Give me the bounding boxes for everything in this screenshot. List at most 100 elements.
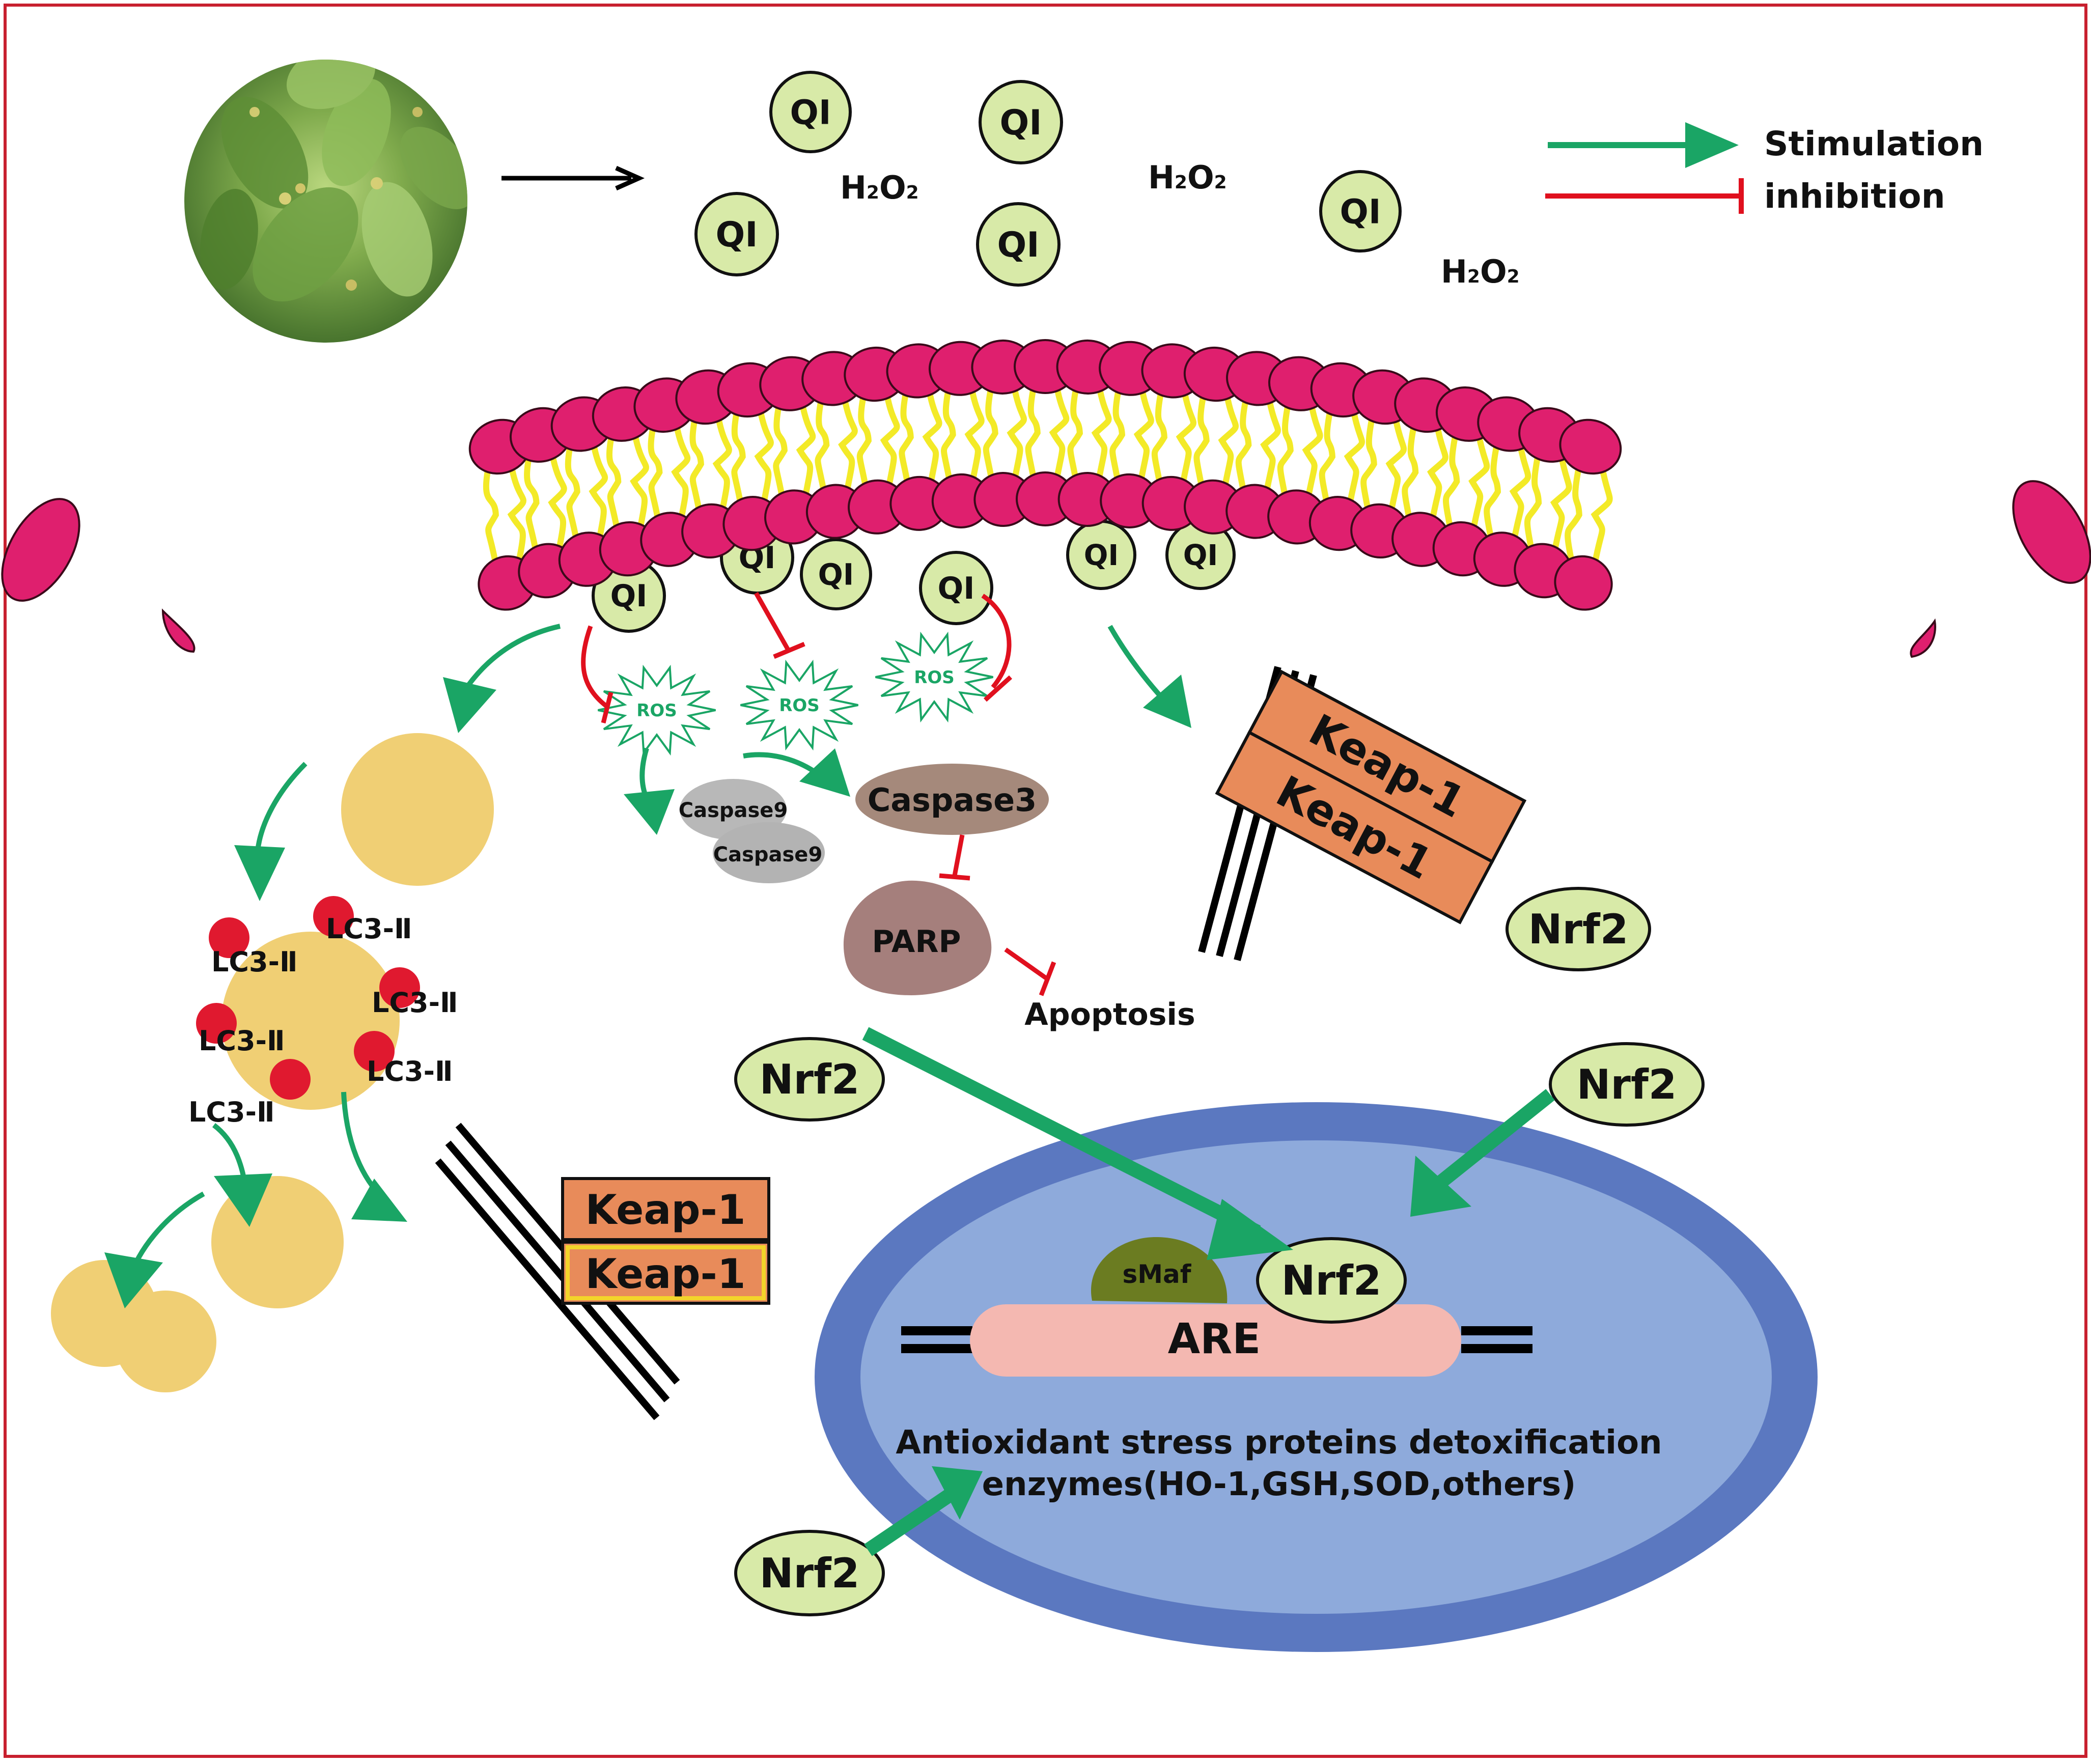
inhibition-arrow [981,594,1013,702]
lc3-label: LC3-Ⅱ [372,987,458,1019]
lc3-markers: LC3-Ⅱ LC3-Ⅱ LC3-Ⅱ LC3-Ⅱ LC3-Ⅱ LC3-Ⅱ [188,896,458,1128]
nrf2-protein: Nrf2 [734,1530,885,1616]
nrf2-label: Nrf2 [1577,1061,1677,1108]
h2o2-label: H2O2 [1148,159,1227,196]
are-dna-complex: ARE [901,1304,1532,1377]
ql-label: QI [999,103,1042,143]
antioxidant-label-line2: enzymes(HO-1,GSH,SOD,others) [982,1466,1576,1503]
nrf2-protein: Nrf2 [1256,1237,1407,1324]
ql-label: QI [1183,539,1218,572]
ros-burst-icon: ROS [598,664,716,756]
lc3-marker: LC3-Ⅱ [196,1003,285,1057]
lc3-marker: LC3-Ⅱ [188,1059,311,1128]
stimulation-arrow [212,1123,272,1227]
ql-molecule: QI [1066,520,1136,590]
ql-label: QI [1340,191,1381,231]
nrf2-protein: Nrf2 [734,1037,885,1122]
ros-bursts: ROS ROS ROS [598,631,993,756]
lc3-label: LC3-Ⅱ [188,1096,275,1128]
ql-molecule: QI [1165,520,1236,590]
h2o2-label: H2O2 [840,169,919,206]
nrf2-label: Nrf2 [760,1550,860,1597]
ql-molecule: QI [800,538,872,610]
ql-label: QI [610,579,648,614]
lc3-marker: LC3-Ⅱ [313,896,412,945]
stimulation-arrow [104,1191,205,1308]
stimulation-arrow [864,1466,983,1556]
ql-label: QI [1084,539,1119,572]
inhibition-arrow [581,625,614,724]
figure-frame [4,4,2087,1758]
inhibition-arrow [1004,947,1056,996]
ql-molecule: QI [976,202,1061,287]
nrf2-label: Nrf2 [760,1056,860,1103]
ql-molecule: QI [919,551,993,625]
lc3-marker: LC3-Ⅱ [209,917,298,978]
smaf-protein: sMaf [1091,1237,1228,1303]
ros-label: ROS [914,667,955,688]
stimulation-arrow [1410,1089,1555,1217]
keap1-upper: Keap-1 Keap-1 [1198,666,1527,961]
inhibition-arrow [754,592,805,659]
ql-label: QI [818,557,854,592]
pathway-arrows [104,592,1555,1556]
stimulation-arrow [743,748,850,797]
parp-label: PARP [872,924,961,960]
nrf2-label: Nrf2 [1528,906,1629,953]
keap1-lower: Keap-1 Keap-1 [435,1123,770,1420]
lipid-tails [483,384,1613,566]
stimulation-arrow [862,1027,1293,1260]
antioxidant-label-line1: Antioxidant stress proteins detoxificati… [896,1424,1662,1462]
stimulation-arrow [624,747,675,835]
h2o2-label: H2O2 [1441,253,1520,290]
caspase3: Caspase3 [855,764,1049,835]
lc3-label: LC3-Ⅱ [211,946,298,978]
ros-label: ROS [636,701,677,721]
nrf2-protein: Nrf2 [1549,1042,1705,1127]
caspase9-label-1: Caspase9 [679,799,788,822]
lc3-marker: LC3-Ⅱ [354,1031,453,1087]
stimulation-arrow [1107,625,1191,728]
caspase9-pair: Caspase9 Caspase9 [679,779,825,883]
ros-burst-icon: ROS [875,631,993,723]
keap1-lower-label-1: Keap-1 [586,1186,746,1234]
inhibition-arrow [939,834,970,881]
lc3-label: LC3-Ⅱ [326,913,412,945]
ql-label: QI [715,215,758,255]
stimulation-arrow [443,624,561,733]
ql-molecule: QI [694,192,779,276]
legend: Stimulation inhibition [1545,122,1984,216]
ql-label: QI [790,92,831,132]
lc3-label: LC3-Ⅱ [199,1025,285,1057]
nucleus [815,1102,1818,1652]
are-label: ARE [1168,1315,1261,1363]
ql-molecule: QI [769,71,852,153]
stimulation-arrow [234,762,308,901]
nrf2-label: Nrf2 [1281,1257,1382,1304]
ql-molecule: QI [979,80,1063,164]
ql-label: QI [997,225,1039,265]
cell-membrane-bilayer [1,339,2091,658]
ql-molecule: QI [1319,170,1402,253]
parp: PARP [843,880,992,995]
ql-label: QI [938,571,975,606]
smaf-label: sMaf [1122,1259,1191,1289]
ql-molecule: QI [592,558,666,633]
nrf2-protein: Nrf2 [1505,887,1651,971]
keap1-lower-label-2: Keap-1 [586,1250,746,1298]
ros-burst-icon: ROS [740,659,858,751]
ros-label: ROS [779,695,820,716]
apoptosis-label: Apoptosis [1024,997,1195,1032]
legend-inhibition: inhibition [1764,177,1945,216]
caspase3-label: Caspase3 [868,781,1037,819]
lc3-marker: LC3-Ⅱ [372,967,458,1019]
plant-photo-icon [184,60,467,343]
lc3-label: LC3-Ⅱ [367,1055,453,1087]
caspase9-label-2: Caspase9 [713,843,823,866]
stimulation-arrow [341,1091,407,1222]
